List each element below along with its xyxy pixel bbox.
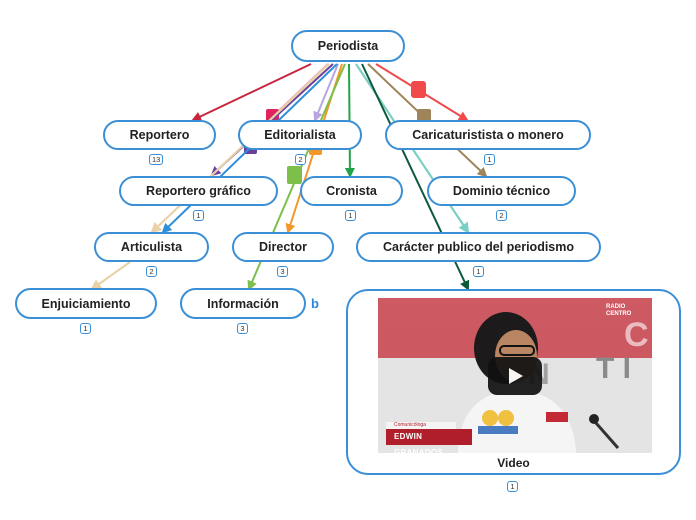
badge-caricaturista: 1 <box>484 154 495 165</box>
play-icon[interactable] <box>488 357 542 395</box>
node-periodista[interactable]: Periodista <box>291 30 405 62</box>
badge-caracter-publico: 1 <box>473 266 484 277</box>
badge-director: 3 <box>277 266 288 277</box>
node-reportero[interactable]: Reportero <box>103 120 216 150</box>
edge-caricaturista-marker <box>411 81 426 98</box>
badge-video: 1 <box>507 481 518 492</box>
node-editorialista[interactable]: Editorialista <box>238 120 362 150</box>
svg-text:C: C <box>624 316 649 354</box>
node-dominio-tecnico[interactable]: Dominio técnico <box>427 176 576 206</box>
node-reportero-grafico[interactable]: Reportero gráfico <box>119 176 278 206</box>
badge-informacion: 3 <box>237 323 248 334</box>
edge-reportero <box>191 63 312 122</box>
badge-dominio-tecnico: 2 <box>496 210 507 221</box>
svg-text:T I: T I <box>596 352 631 385</box>
badge-reportero: 13 <box>149 154 164 165</box>
station-logo: RADIO CENTRO <box>606 304 632 317</box>
edge-enjuiciamiento <box>90 261 131 291</box>
node-caracter-publico[interactable]: Carácter publico del periodismo <box>356 232 601 262</box>
badge-reportero-grafico: 1 <box>193 210 204 221</box>
badge-cronista: 1 <box>345 210 356 221</box>
node-enjuiciamiento[interactable]: Enjuiciamiento <box>15 288 157 319</box>
node-director[interactable]: Director <box>232 232 334 262</box>
edge-informacion-marker <box>287 166 302 184</box>
node-informacion[interactable]: Información <box>180 288 306 319</box>
node-video[interactable]: T I N C RADIO CENTRO Comunicóloga EDWIN … <box>346 289 681 475</box>
edge-dominio-marker <box>417 109 431 123</box>
video-thumbnail[interactable]: T I N C RADIO CENTRO Comunicóloga EDWIN … <box>378 298 652 453</box>
edge-editorialista-2 <box>313 63 339 122</box>
caption-role: Comunicóloga <box>386 422 456 429</box>
video-label: Video <box>497 456 530 470</box>
badge-editorialista: 2 <box>295 154 306 165</box>
node-caricaturista[interactable]: Caricaturistista o monero <box>385 120 591 150</box>
node-articulista[interactable]: Articulista <box>94 232 209 262</box>
node-cronista[interactable]: Cronista <box>300 176 403 206</box>
bing-link-icon[interactable]: b <box>311 296 319 311</box>
badge-articulista: 2 <box>146 266 157 277</box>
caption-name: EDWIN GRANADOS <box>386 429 472 453</box>
badge-enjuiciamiento: 1 <box>80 323 91 334</box>
